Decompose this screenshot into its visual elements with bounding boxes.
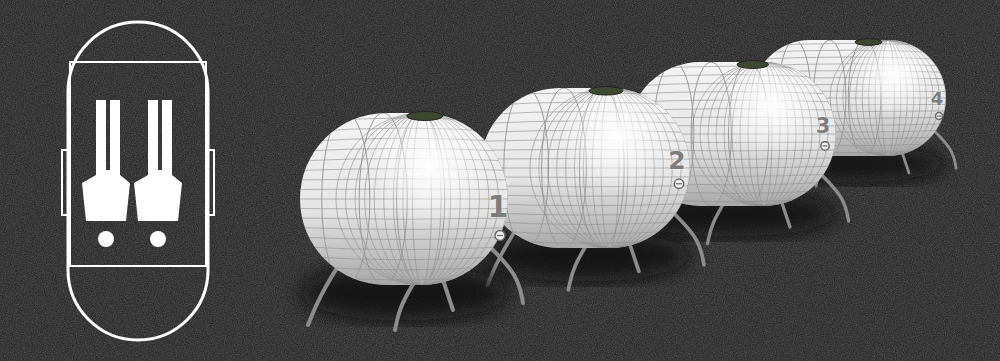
pod — [300, 112, 523, 331]
door-button — [936, 113, 943, 120]
capsule-outline — [68, 22, 208, 340]
leg — [488, 245, 523, 303]
leg — [819, 173, 848, 222]
bed-outline — [70, 62, 206, 266]
leg — [671, 211, 704, 265]
person-icon — [134, 100, 182, 247]
callout-number: 1 — [488, 192, 509, 222]
hatch-opening — [855, 39, 882, 46]
leg — [933, 129, 957, 168]
mesh — [300, 113, 508, 285]
pod — [480, 87, 704, 290]
callout-number: 3 — [816, 116, 831, 137]
hatch-opening — [589, 87, 623, 96]
door-button-mark — [497, 235, 503, 236]
callout-number: 2 — [668, 148, 685, 173]
people — [82, 100, 182, 247]
pods — [300, 39, 956, 330]
hatch-opening — [737, 61, 768, 69]
pod-body — [300, 113, 508, 285]
highlight — [366, 117, 495, 237]
plan-view — [62, 22, 214, 340]
door-button-mark — [937, 115, 941, 116]
callout-number: 4 — [931, 90, 944, 108]
highlight — [850, 43, 937, 124]
person-icon — [82, 100, 130, 247]
pod-body — [480, 88, 690, 248]
door-button-mark — [676, 183, 682, 184]
mesh — [480, 88, 690, 248]
door-button — [821, 142, 829, 150]
highlight — [558, 92, 678, 204]
door-button — [674, 179, 683, 188]
door-button-mark — [822, 145, 827, 146]
highlight — [717, 66, 825, 167]
door-button — [495, 231, 505, 241]
hatch-opening — [407, 112, 443, 121]
